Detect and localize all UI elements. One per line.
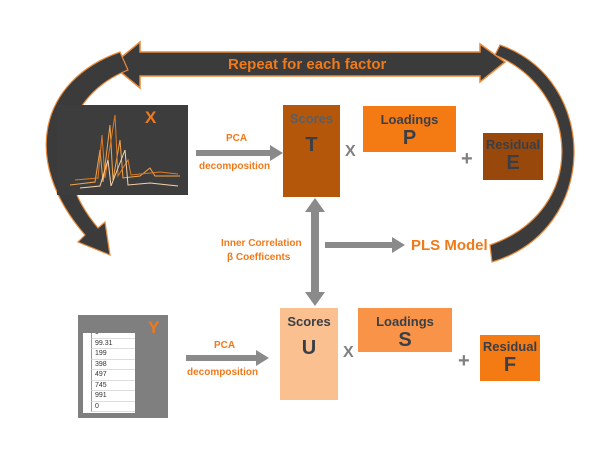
loadings-s-title: Loadings	[376, 314, 434, 329]
y-cell: 991	[91, 391, 135, 402]
residual-e-symbol: E	[506, 152, 520, 174]
y-cell: 398	[91, 359, 135, 370]
y-cell: 199	[91, 349, 135, 360]
y-value-table: 0 99.31 199 398 497 745 991 0	[83, 333, 135, 413]
loadings-s-symbol: S	[398, 329, 412, 351]
scores-t-title: Scores	[289, 111, 334, 126]
plus-top: +	[461, 148, 473, 170]
inner-correlation-arrow	[305, 198, 325, 306]
pls-model-arrow	[325, 237, 405, 253]
pca-arrow-bottom	[186, 350, 269, 366]
y-cell: 0	[91, 333, 135, 339]
y-label: Y	[148, 318, 160, 337]
loadings-s-box: Loadings S	[358, 308, 452, 352]
residual-f-title: Residual	[482, 339, 538, 354]
decomp-label-bottom: decomposition	[187, 367, 259, 378]
y-cell: 745	[91, 380, 135, 391]
y-cell: 497	[91, 370, 135, 381]
residual-e-title: Residual	[485, 137, 541, 152]
x-spectra-image	[57, 105, 188, 195]
inner-correlation-label: Inner Correlation	[221, 238, 302, 249]
scores-u-box: Scores U	[280, 308, 338, 400]
residual-e-box: Residual E	[483, 133, 543, 180]
scores-t-box: Scores T	[283, 105, 340, 197]
decomp-label-top: decomposition	[199, 161, 271, 172]
scores-t-symbol: T	[305, 134, 318, 156]
spectra-lines	[69, 114, 180, 189]
loadings-p-symbol: P	[402, 127, 417, 149]
beta-coefficients-label: β Coefficents	[227, 252, 291, 263]
x-label: X	[145, 108, 157, 127]
repeat-arrow	[110, 40, 507, 90]
times-bottom: X	[343, 344, 354, 361]
scores-u-symbol: U	[301, 337, 317, 359]
pca-arrow-top	[196, 145, 283, 161]
plus-bottom: +	[458, 350, 470, 372]
y-cell: 0	[91, 401, 135, 412]
residual-f-box: Residual F	[480, 335, 540, 381]
times-top: X	[345, 143, 356, 160]
residual-f-symbol: F	[503, 354, 517, 376]
loadings-p-box: Loadings P	[363, 106, 456, 152]
right-loop-arc	[489, 44, 575, 263]
y-cell: 99.31	[91, 338, 135, 349]
loadings-p-title: Loadings	[380, 112, 439, 127]
pls-model-label: PLS Model	[411, 237, 488, 254]
pca-label-top: PCA	[226, 133, 248, 144]
scores-u-title: Scores	[287, 314, 331, 329]
pca-label-bottom: PCA	[214, 340, 236, 351]
repeat-label: Repeat for each factor	[228, 56, 387, 73]
